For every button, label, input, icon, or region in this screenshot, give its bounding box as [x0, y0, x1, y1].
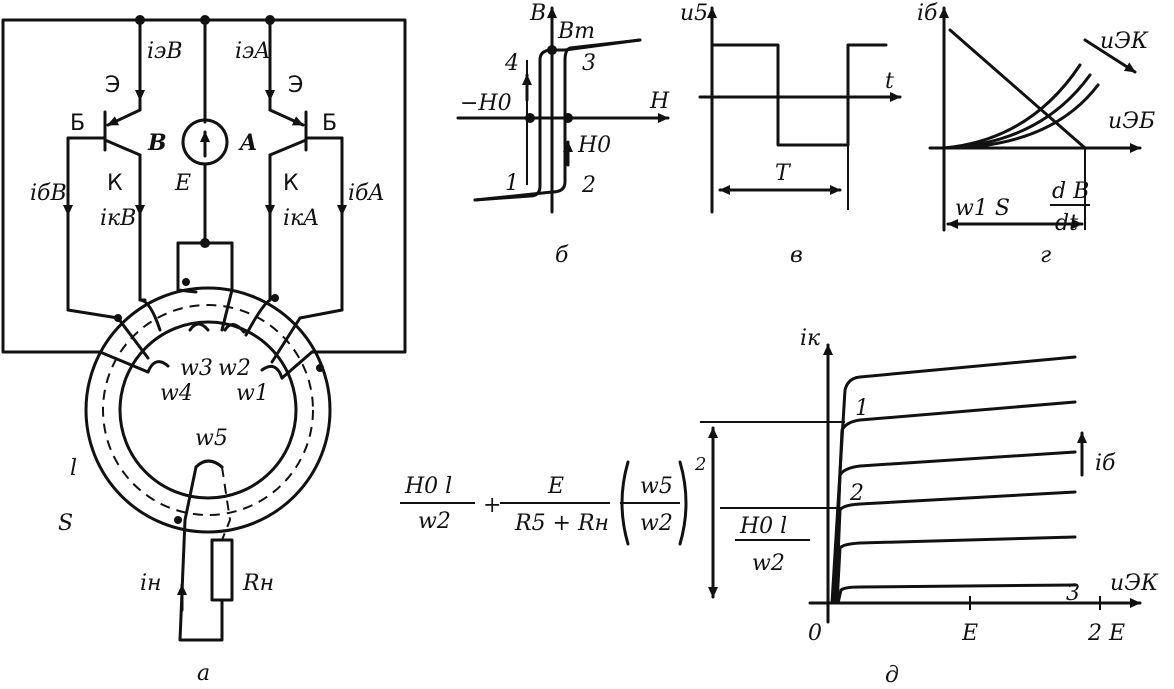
hysteresis-plot: [456, 6, 670, 214]
square-wave: [710, 43, 888, 147]
output-characteristic: [400, 343, 1142, 624]
formula-dt: dt: [1055, 211, 1078, 236]
ie-b-label: iэB: [147, 39, 183, 64]
base-label-b: Б: [70, 111, 85, 136]
waveform-plot: [698, 6, 902, 214]
point-2-label: 2: [581, 173, 596, 198]
h-axis-label: H: [649, 89, 670, 114]
emitter-label-a: Э: [288, 73, 303, 98]
labels: iэB iэA Э Э Б Б B A E К К iбB iбA iкB iк…: [30, 1, 1159, 688]
winding-w2: [223, 323, 246, 334]
expr-sq: 2: [694, 454, 706, 475]
expr-plus: +: [483, 493, 501, 518]
expr-w2b: w2: [640, 511, 673, 536]
load-circuit: [177, 465, 234, 642]
winding-w3: [188, 322, 210, 332]
transistor-a-label: A: [238, 130, 257, 156]
collector-label-a: К: [283, 171, 299, 196]
tick-2e-label: 2 E: [1087, 621, 1125, 646]
low-level-den: w2: [752, 551, 785, 576]
load-line: [948, 28, 1087, 150]
point-1-label: 1: [505, 171, 519, 196]
tick-0-label: 0: [808, 621, 822, 646]
formula-db: d B: [1052, 179, 1089, 204]
caption-b: б: [555, 243, 569, 268]
point-4-label: 4: [504, 51, 519, 76]
collector-label-b: К: [107, 171, 123, 196]
expr-e: E: [547, 474, 564, 499]
polarity-dot: [316, 364, 324, 372]
load-resistor-label: Rн: [242, 571, 274, 596]
source-label: E: [174, 171, 191, 196]
caption-d: д: [885, 663, 899, 688]
transistor-b-label: B: [147, 130, 167, 156]
curve: [836, 583, 1077, 605]
expr-w5: w5: [640, 474, 673, 499]
u5-axis-label: u5: [680, 1, 708, 26]
load-current-label: iн: [140, 571, 162, 596]
toroid-core: [84, 286, 332, 534]
polarity-dot: [174, 516, 182, 524]
curve: [833, 450, 1077, 605]
curve-1-label: 1: [855, 396, 869, 421]
winding-w4: [146, 360, 170, 374]
curve: [832, 400, 1077, 605]
period-label: T: [775, 161, 792, 186]
minus-h0-label: −H0: [460, 91, 512, 116]
winding-w1: [260, 364, 284, 380]
t-axis-label: t: [885, 69, 894, 94]
curve-2-label: 2: [849, 481, 864, 506]
loop-left: [473, 38, 642, 202]
polarity-dot: [182, 278, 190, 286]
point-3-label: 3: [582, 51, 596, 76]
ik-axis-label: iк: [800, 326, 821, 351]
caption-g: г: [1040, 243, 1051, 268]
winding-w5-label: w5: [195, 426, 228, 451]
winding-w2-label: w2: [218, 356, 251, 381]
ib-param-label: iб: [1095, 451, 1116, 476]
expr-w2: w2: [418, 509, 451, 534]
ueb-axis-label: uЭБ: [1108, 109, 1155, 134]
winding-w5: [194, 459, 224, 469]
caption-v: в: [790, 243, 803, 268]
winding-w3-label: w3: [180, 356, 213, 381]
polarity-dot: [271, 294, 279, 302]
curve: [835, 535, 1077, 605]
loop-right: [473, 38, 642, 202]
core-area-label: S: [58, 511, 73, 536]
tick-e-label: E: [961, 621, 978, 646]
circuit-diagram: [1, 15, 407, 642]
ie-a-label: iэA: [235, 39, 270, 64]
core-length-label: l: [70, 456, 77, 481]
expr-den: R5 + Rн: [514, 511, 609, 536]
h0-label: H0: [577, 133, 611, 158]
formula-w1s: w1 S: [955, 196, 1010, 221]
ik-b-label: iкB: [100, 206, 136, 231]
winding-w1-label: w1: [236, 381, 269, 406]
bm-label: Bm: [557, 19, 595, 44]
ib-a-label: iбA: [348, 181, 384, 206]
curve-3-label: 3: [1066, 581, 1080, 606]
low-level-num: H0 l: [739, 514, 787, 539]
expr-h0l: H0 l: [404, 474, 452, 499]
b-axis-label: B: [529, 1, 546, 26]
transistor-a: [265, 18, 347, 364]
uek-axis-label: uЭК: [1110, 571, 1159, 596]
base-label-a: Б: [322, 111, 337, 136]
ib-b-label: iбB: [30, 181, 67, 206]
uek-param-label: uЭК: [1100, 29, 1149, 54]
ik-a-label: iкA: [283, 206, 319, 231]
input-characteristic: [928, 6, 1142, 232]
winding-w4-label: w4: [160, 381, 193, 406]
ib-axis-label: iб: [917, 1, 938, 26]
polarity-dot: [114, 314, 122, 322]
emitter-label-b: Э: [105, 73, 120, 98]
curve: [834, 490, 1077, 605]
caption-a: а: [197, 661, 210, 686]
curve: [830, 355, 1077, 605]
